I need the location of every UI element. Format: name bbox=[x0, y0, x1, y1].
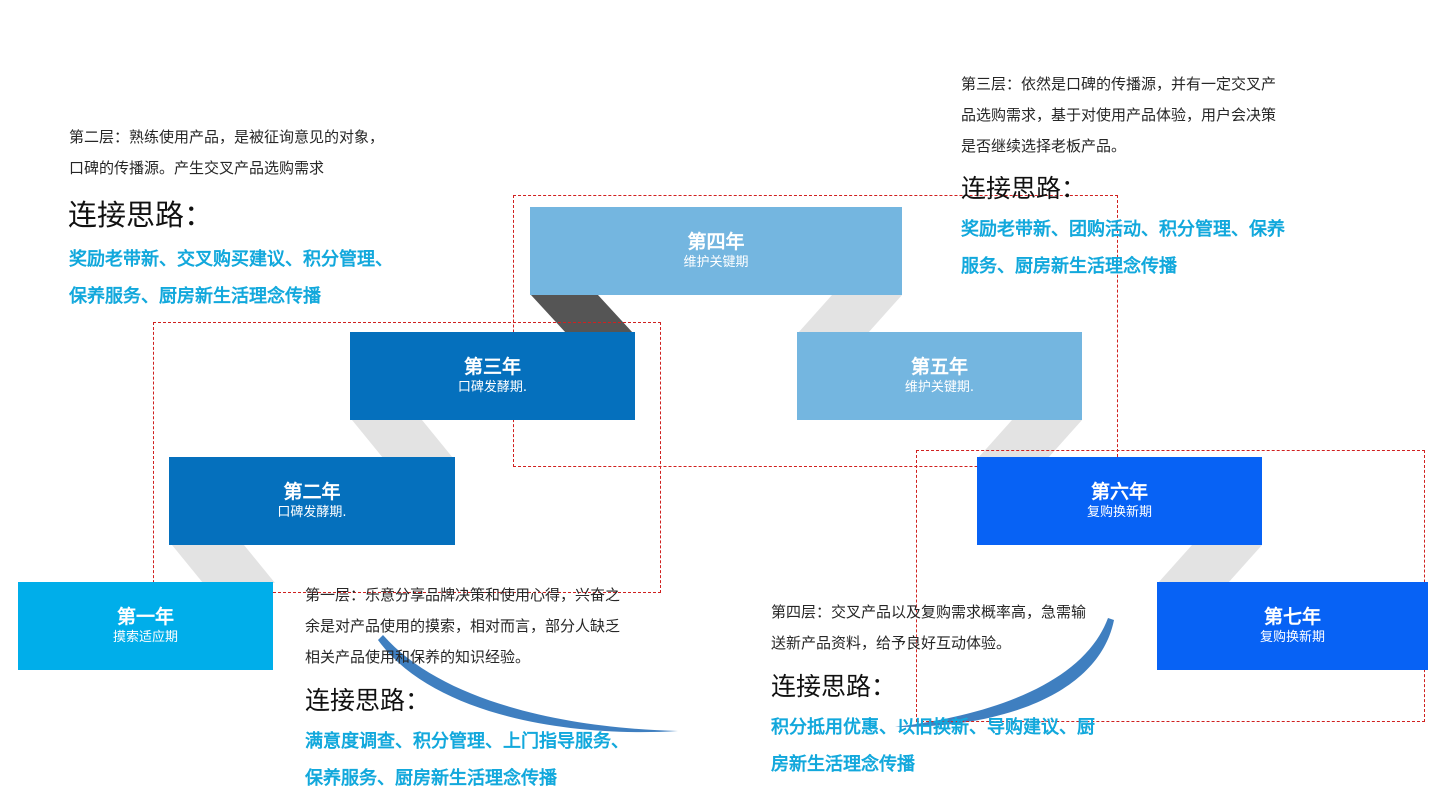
stage-year4-title: 第四年 bbox=[687, 231, 745, 253]
connector-year5-year6 bbox=[978, 420, 1082, 458]
stage-year6-title: 第六年 bbox=[1090, 481, 1148, 503]
stage-year5-title: 第五年 bbox=[910, 356, 968, 378]
layer3-strategy: 奖励老带新、团购活动、积分管理、保养 服务、厨房新生活理念传播 bbox=[961, 211, 1285, 285]
connector-year3-year4 bbox=[531, 295, 633, 333]
layer4-strategy-line2: 房新生活理念传播 bbox=[771, 754, 915, 775]
frame-group-years-2-3 bbox=[153, 322, 661, 593]
frame-group-years-4-5 bbox=[513, 195, 1118, 467]
layer2-strategy: 奖励老带新、交叉购买建议、积分管理、 保养服务、厨房新生活理念传播 bbox=[69, 241, 393, 315]
stage-year2: 第二年 口碑发酵期. bbox=[169, 457, 455, 545]
stage-year7: 第七年 复购换新期 bbox=[1157, 582, 1428, 670]
stage-year7-title: 第七年 bbox=[1263, 606, 1321, 628]
layer2-desc-line1: 第二层：熟练使用产品，是被征询意见的对象， bbox=[69, 128, 385, 146]
layer3-desc-line3: 是否继续选择老板产品。 bbox=[961, 137, 1127, 155]
connector-year4-year5 bbox=[798, 295, 902, 333]
layer1-heading: 连接思路： bbox=[305, 686, 431, 715]
layer2-desc-line2: 口碑的传播源。产生交叉产品选购需求 bbox=[69, 159, 325, 177]
stage-year1-title: 第一年 bbox=[116, 606, 174, 628]
layer1-strategy-line1: 满意度调查、积分管理、上门指导服务、 bbox=[305, 731, 629, 752]
curved-arrow-left bbox=[378, 635, 678, 733]
stage-year6-phase: 复购换新期 bbox=[1086, 505, 1152, 520]
layer3-strategy-line1: 奖励老带新、团购活动、积分管理、保养 bbox=[961, 219, 1285, 240]
stage-year3-phase: 口碑发酵期. bbox=[457, 380, 528, 395]
connector-year2-year3 bbox=[352, 420, 453, 458]
layer4-strategy: 积分抵用优惠、以旧换新、导购建议、厨 房新生活理念传播 bbox=[771, 709, 1095, 783]
stage-year4-phase: 维护关键期 bbox=[683, 255, 749, 270]
layer1-desc-line2: 余是对产品使用的摸索，相对而言，部分人缺乏 bbox=[305, 617, 621, 635]
stage-year2-title: 第二年 bbox=[283, 481, 341, 503]
stage-year4: 第四年 维护关键期 bbox=[530, 207, 902, 295]
layer3-description: 第三层：依然是口碑的传播源，并有一定交叉产 品选购需求，基于对使用产品体验，用户… bbox=[961, 69, 1276, 162]
layer1-desc-line1: 第一层：乐意分享品牌决策和使用心得，兴奋之 bbox=[305, 586, 621, 604]
layer3-desc-line2: 品选购需求，基于对使用产品体验，用户会决策 bbox=[961, 106, 1277, 124]
layer3-heading: 连接思路： bbox=[961, 174, 1087, 203]
connector-year6-year7 bbox=[1158, 545, 1262, 583]
connector-year1-year2 bbox=[172, 545, 275, 583]
layer1-description: 第一层：乐意分享品牌决策和使用心得，兴奋之 余是对产品使用的摸索，相对而言，部分… bbox=[305, 580, 620, 673]
stage-year2-phase: 口碑发酵期. bbox=[277, 505, 347, 520]
stage-year3-title: 第三年 bbox=[463, 356, 521, 378]
layer2-description: 第二层：熟练使用产品，是被征询意见的对象， 口碑的传播源。产生交叉产品选购需求 bbox=[69, 122, 384, 184]
layer4-description: 第四层：交叉产品以及复购需求概率高，急需输 送新产品资料，给予良好互动体验。 bbox=[771, 597, 1086, 659]
layer4-desc-line1: 第四层：交叉产品以及复购需求概率高，急需输 bbox=[771, 603, 1087, 621]
stage-year5-phase: 维护关键期. bbox=[904, 380, 975, 395]
layer2-strategy-line1: 奖励老带新、交叉购买建议、积分管理、 bbox=[69, 249, 393, 270]
stage-year1: 第一年 摸索适应期 bbox=[18, 582, 273, 670]
layer3-desc-line1: 第三层：依然是口碑的传播源，并有一定交叉产 bbox=[961, 75, 1277, 93]
layer4-desc-line2: 送新产品资料，给予良好互动体验。 bbox=[771, 634, 1012, 652]
stage-year7-phase: 复购换新期 bbox=[1259, 630, 1325, 645]
stage-year1-phase: 摸索适应期 bbox=[112, 630, 178, 645]
curved-arrow-right bbox=[895, 618, 1114, 728]
stage-year3: 第三年 口碑发酵期. bbox=[350, 332, 635, 420]
stage-year5: 第五年 维护关键期. bbox=[797, 332, 1082, 420]
layer3-strategy-line2: 服务、厨房新生活理念传播 bbox=[961, 256, 1177, 277]
layer2-heading: 连接思路： bbox=[68, 198, 214, 232]
stage-year6: 第六年 复购换新期 bbox=[977, 457, 1262, 545]
layer1-strategy: 满意度调查、积分管理、上门指导服务、 保养服务、厨房新生活理念传播 bbox=[305, 723, 629, 797]
layer4-strategy-line1: 积分抵用优惠、以旧换新、导购建议、厨 bbox=[771, 717, 1095, 738]
layer4-heading: 连接思路： bbox=[771, 672, 897, 701]
layer2-strategy-line2: 保养服务、厨房新生活理念传播 bbox=[69, 286, 321, 307]
layer1-desc-line3: 相关产品使用和保养的知识经验。 bbox=[305, 648, 531, 666]
layer1-strategy-line2: 保养服务、厨房新生活理念传播 bbox=[305, 768, 557, 789]
